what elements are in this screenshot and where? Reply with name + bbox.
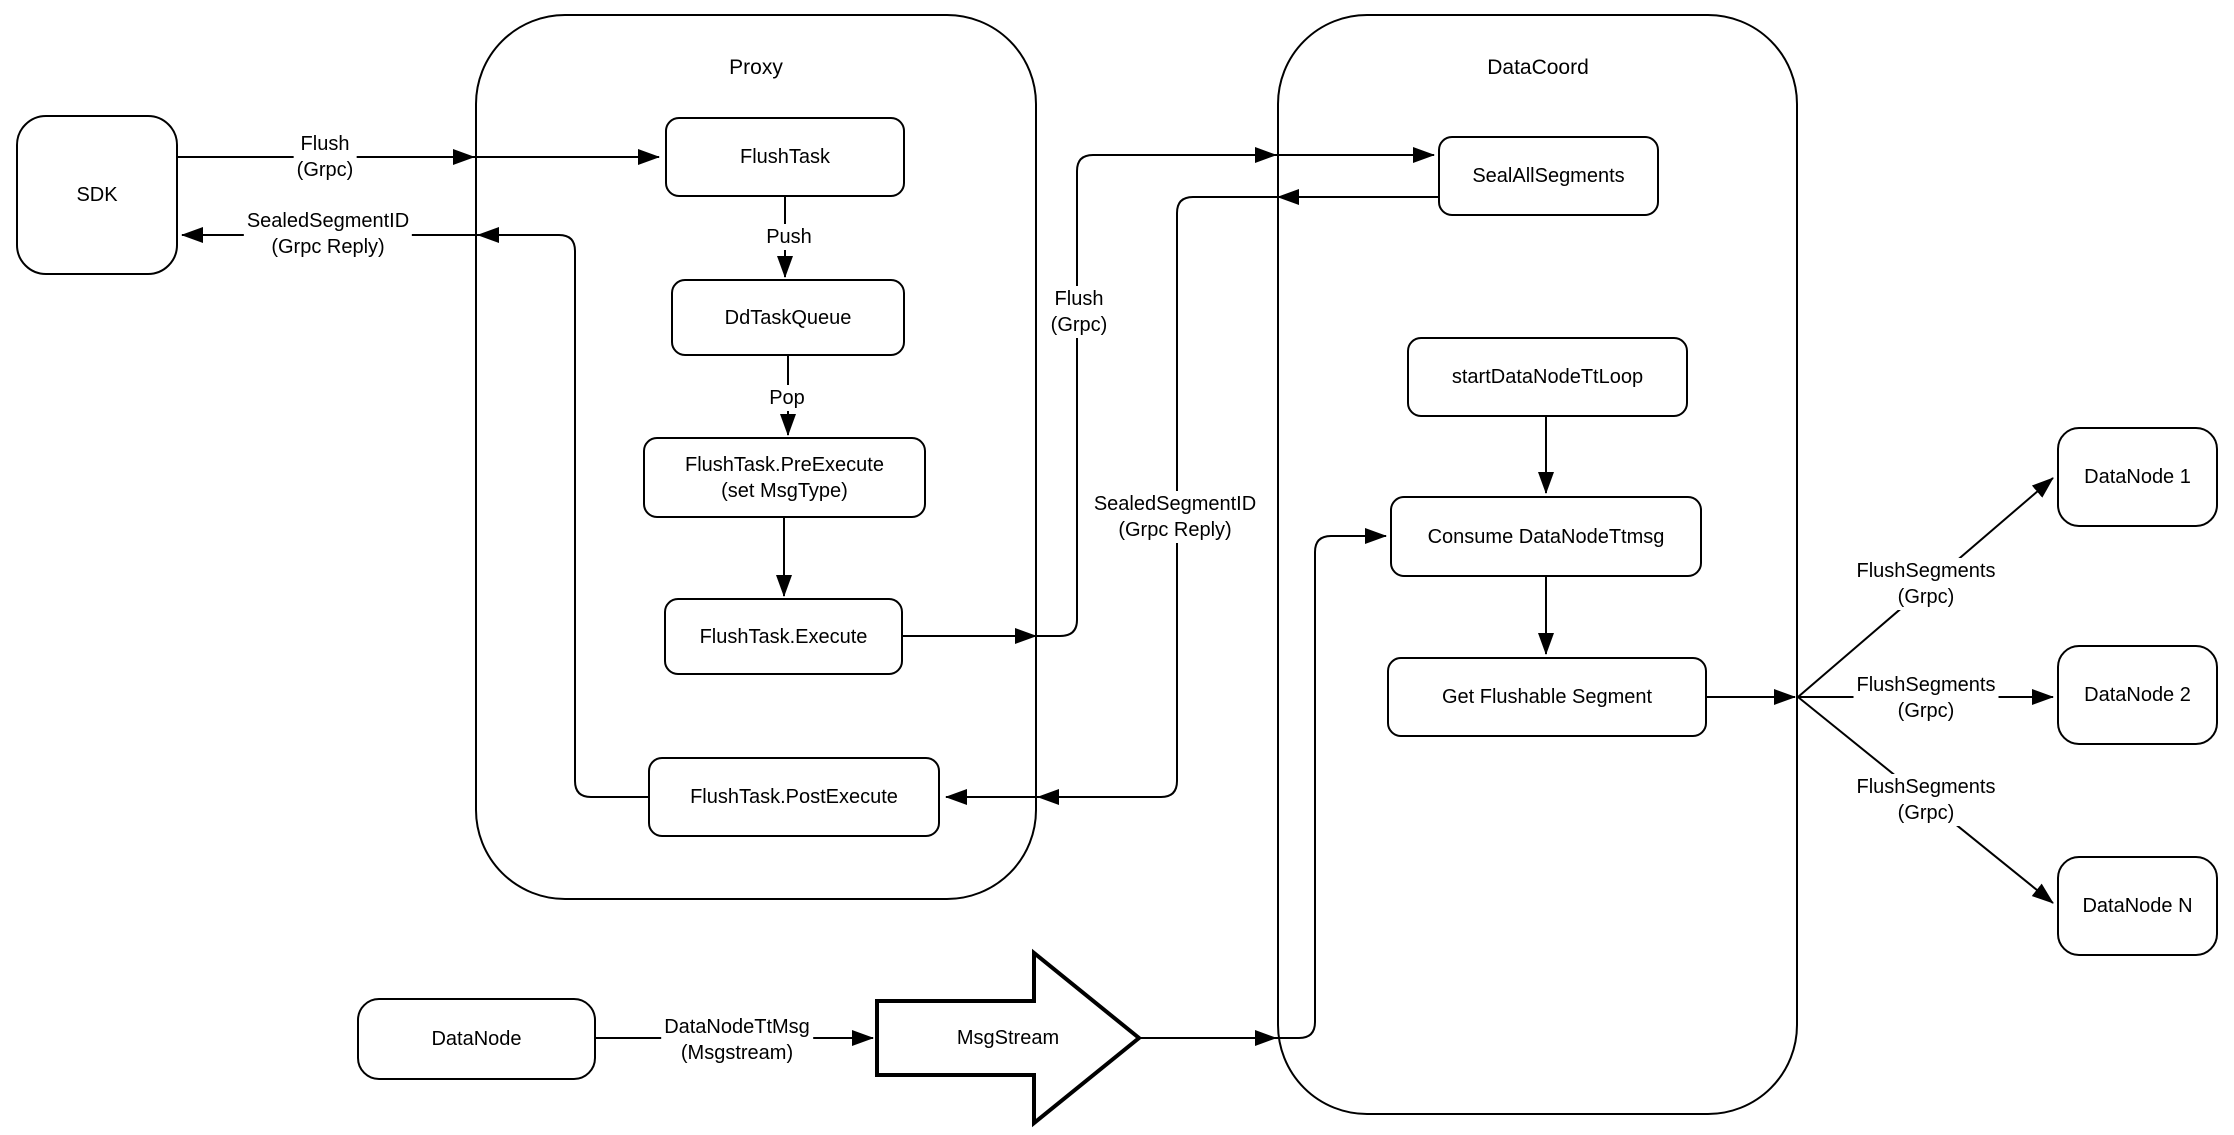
edge-label-datanodettmsg: DataNodeTtMsg (Msgstream) — [661, 1014, 813, 1066]
node-flushtask-label: FlushTask — [739, 146, 831, 168]
node-sealallsegments: SealAllSegments — [1438, 136, 1659, 216]
node-postexecute-label: FlushTask.PostExecute — [690, 786, 898, 808]
node-execute-label: FlushTask.Execute — [699, 625, 868, 648]
edge-label-sealed-reply-riser: SealedSegmentID (Grpc Reply) — [1090, 491, 1260, 543]
edge-msgstream-to-consume — [1139, 528, 1387, 1039]
node-datanode-2: DataNode 2 — [2057, 645, 2218, 745]
edge-msgstream-datacoord-crossing-arrowhead — [1255, 1030, 1277, 1046]
edge-sdk-proxy-crossing-arrowhead — [453, 149, 475, 165]
node-ddtaskqueue-label: DdTaskQueue — [724, 306, 852, 329]
node-preexecute-sublabel: (set MsgType) — [721, 479, 848, 502]
datacoord-title: DataCoord — [1487, 56, 1589, 79]
node-startdatanodettloop: startDataNodeTtLoop — [1407, 337, 1688, 417]
node-datanode-2-label: DataNode 2 — [2084, 684, 2191, 706]
edge-flush-proxy-crossing-arrowhead — [1015, 628, 1037, 644]
node-datanode-1-label: DataNode 1 — [2084, 466, 2191, 488]
node-execute: FlushTask.Execute — [664, 598, 903, 675]
proxy-title: Proxy — [729, 56, 783, 79]
edge-label-flushsegments-3: FlushSegments (Grpc) — [1853, 774, 1999, 826]
node-sealallsegments-label: SealAllSegments — [1472, 165, 1625, 187]
edge-flush-datacoord-crossing-arrowhead — [1255, 147, 1277, 163]
edge-label-push: Push — [763, 224, 815, 250]
edge-reply-proxy-crossing-arrowhead — [1037, 789, 1059, 805]
node-sdk-label: SDK — [76, 184, 118, 206]
edge-label-flushsegments-1: FlushSegments (Grpc) — [1853, 558, 1999, 610]
node-getflushablesegment-label: Get Flushable Segment — [1441, 686, 1653, 708]
edge-reply-datacoord-crossing-arrowhead — [1277, 189, 1299, 205]
edge-label-flush-sdk: Flush (Grpc) — [293, 131, 357, 183]
edge-label-flushsegments-2: FlushSegments (Grpc) — [1853, 672, 1999, 724]
node-consumedatanodettmsg: Consume DataNodeTtmsg — [1390, 496, 1702, 577]
node-datanode-n-label: DataNode N — [2082, 895, 2193, 917]
edge-postexecute-to-sdk — [181, 227, 648, 798]
node-getflushablesegment: Get Flushable Segment — [1387, 657, 1707, 737]
node-preexecute-label: FlushTask.PreExecute — [685, 453, 884, 476]
edge-label-sealed-sdk: SealedSegmentID (Grpc Reply) — [243, 208, 413, 260]
node-msgstream-label: MsgStream — [956, 1026, 1060, 1049]
node-datanode-1: DataNode 1 — [2057, 427, 2218, 527]
node-startdatanodettloop-label: startDataNodeTtLoop — [1451, 366, 1644, 388]
node-flushtask: FlushTask — [665, 117, 905, 197]
node-datanode-source: DataNode — [357, 998, 596, 1080]
edge-execute-to-sealallsegments — [903, 147, 1435, 637]
node-preexecute: FlushTask.PreExecute (set MsgType) — [643, 437, 926, 518]
node-postexecute: FlushTask.PostExecute — [648, 757, 940, 837]
edge-reply-proxy-left-crossing-arrowhead — [477, 227, 499, 243]
node-consumedatanodettmsg-label: Consume DataNodeTtmsg — [1427, 525, 1665, 548]
node-ddtaskqueue: DdTaskQueue — [671, 279, 905, 356]
node-datanode-n: DataNode N — [2057, 856, 2218, 956]
edge-label-flush-grpc-riser: Flush (Grpc) — [1047, 286, 1111, 338]
msgstream-block-arrow — [875, 948, 1143, 1128]
node-sdk: SDK — [16, 115, 178, 275]
edge-label-pop: Pop — [766, 385, 808, 411]
node-datanode-source-label: DataNode — [431, 1028, 522, 1050]
